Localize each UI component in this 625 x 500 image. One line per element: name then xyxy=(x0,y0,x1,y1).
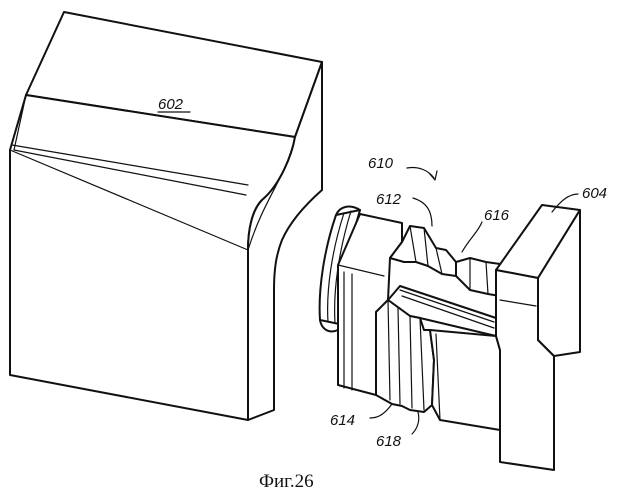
label-610: 610 xyxy=(368,155,394,172)
label-602: 602 xyxy=(158,96,184,113)
label-618: 618 xyxy=(376,433,402,450)
label-612: 612 xyxy=(376,191,402,208)
block-602 xyxy=(10,12,322,420)
connector-body xyxy=(338,214,500,430)
label-616: 616 xyxy=(484,207,510,224)
figure-caption: Фиг.26 xyxy=(259,471,314,492)
label-614: 614 xyxy=(330,412,355,429)
label-604: 604 xyxy=(582,185,607,202)
block-604 xyxy=(496,205,580,470)
